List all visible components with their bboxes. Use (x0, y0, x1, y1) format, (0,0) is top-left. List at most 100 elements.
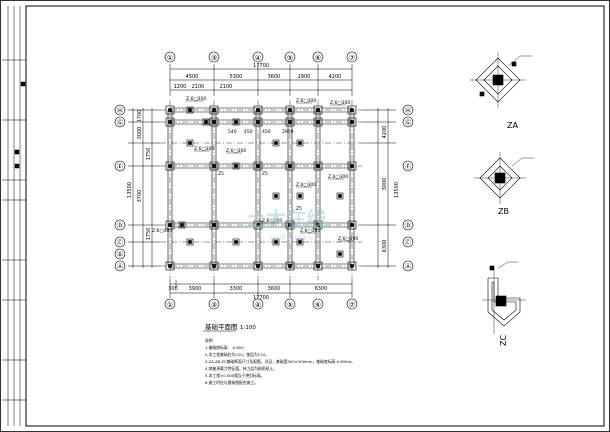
footing-23 (313, 161, 323, 171)
column-37 (274, 194, 278, 198)
footing-20 (285, 261, 295, 271)
svg-text:①: ① (167, 301, 173, 309)
callout-14: Z5 (296, 206, 302, 212)
sheet-title: 基础平面图 1:100 (203, 322, 256, 332)
column-18 (288, 164, 292, 168)
bottom-dimension-chain (169, 280, 353, 298)
callout-13: Z5 (262, 171, 268, 177)
seg-4: 2900 (282, 129, 294, 135)
svg-text:Ⓖ: Ⓖ (405, 119, 412, 127)
axis-bubble-bottom-5: ⑤ (284, 298, 296, 310)
svg-text:Ⓐ: Ⓐ (405, 263, 412, 271)
top-dimension-chain (169, 64, 353, 96)
footing-28 (347, 161, 357, 171)
callout-leaders (186, 100, 354, 242)
detail-zc-label: ZC (499, 335, 508, 346)
column-31 (188, 108, 192, 112)
callout-12: Z5 (218, 171, 224, 177)
bottom-dimension-labels: 300 3900 3300 3600 6300 17700 (168, 286, 327, 301)
axis-bubble-left-D: Ⓓ (114, 219, 126, 231)
axis-bubble-right-C: Ⓒ (402, 236, 414, 248)
bottom-dim-5: 6300 (315, 286, 328, 292)
seg-2: 450 (244, 129, 253, 135)
svg-text:⑥: ⑥ (315, 54, 321, 62)
left-dim-4: 1750 (146, 148, 152, 161)
axis-bubble-top-3: ③ (208, 51, 220, 63)
left-dim-2: 3000 (137, 127, 143, 140)
column-16 (288, 108, 292, 112)
right-dimension-chain (362, 108, 396, 268)
footing-24 (313, 220, 323, 230)
top-sub-3: 2100 (220, 84, 233, 90)
column-27 (350, 120, 354, 124)
column-39 (338, 194, 342, 198)
axis-bubble-right-H: Ⓗ (402, 104, 414, 116)
column-15 (256, 264, 260, 268)
column-40 (188, 240, 192, 244)
svg-text:Ⓖ: Ⓖ (117, 119, 124, 127)
note-0: 说明 (205, 338, 213, 343)
detail-zb (474, 152, 534, 204)
detail-za (470, 52, 532, 108)
plan-scale: 1:100 (240, 325, 256, 331)
column-21 (316, 108, 320, 112)
column-25 (316, 264, 320, 268)
column-43 (298, 240, 302, 244)
column-7 (212, 120, 216, 124)
axis-bubble-top-6: ⑥ (312, 51, 324, 63)
column-35 (188, 141, 192, 145)
footing-4 (165, 220, 175, 230)
axis-bubble-bottom-3: ③ (208, 298, 220, 310)
detail-zc (482, 261, 526, 334)
footing-43 (296, 238, 304, 246)
footing-30 (347, 261, 357, 271)
column-23 (316, 164, 320, 168)
column-22 (316, 120, 320, 124)
axis-grid (160, 100, 362, 280)
callout-4: Z.6□300 (194, 146, 214, 152)
footing-11 (253, 105, 263, 115)
column-20 (288, 264, 292, 268)
footing-41 (232, 238, 240, 246)
svg-text:①: ① (167, 54, 173, 62)
column-12 (256, 120, 260, 124)
svg-text:Ⓕ: Ⓕ (405, 163, 412, 171)
inner-frame (25, 5, 605, 427)
svg-text:③: ③ (211, 54, 217, 62)
callout-5: Z.6□300 (226, 148, 246, 154)
footing-46 (202, 118, 210, 126)
top-dim-1: 4500 (186, 74, 199, 80)
svg-text:⑤: ⑤ (287, 54, 293, 62)
footing-31 (186, 106, 194, 114)
left-total-dimension: 13500 (127, 182, 133, 198)
footing-34 (296, 139, 304, 147)
right-dim-1: 4200 (382, 126, 388, 139)
column-6 (212, 108, 216, 112)
right-dim-3: 6300 (382, 240, 388, 253)
detail-za-label: ZA (507, 121, 518, 130)
footing-26 (347, 105, 357, 115)
axis-bubble-right-D: Ⓓ (402, 219, 414, 231)
column-30 (350, 264, 354, 268)
bottom-dim-3: 3300 (230, 286, 243, 292)
note-2: 2.本工程基础砼为C20，垫层为C10。 (205, 352, 269, 357)
svg-text:Ⓓ: Ⓓ (117, 222, 124, 230)
note-6: 6.施工时应与建筑图配合施工。 (205, 380, 258, 385)
column-32 (234, 120, 238, 124)
svg-text:Ⓒ: Ⓒ (405, 239, 412, 247)
seg-1: 540 (228, 129, 237, 135)
column-19 (288, 223, 292, 227)
footing-44 (336, 250, 344, 258)
column-34 (298, 141, 302, 145)
callout-1: Z.6□300 (186, 96, 206, 102)
axis-bubble-left-C: Ⓒ (114, 236, 126, 248)
footing-33 (272, 139, 280, 147)
left-dimension-chain (128, 108, 160, 268)
column-8 (212, 164, 216, 168)
callout-7: Z.6□300 (328, 174, 348, 180)
callout-3: Z.6□300 (330, 100, 350, 106)
left-dimension-labels: 1700 3000 3700 1750 1750 (137, 110, 152, 241)
column-2 (168, 120, 172, 124)
column-29 (350, 223, 354, 227)
footing-6 (209, 105, 219, 115)
